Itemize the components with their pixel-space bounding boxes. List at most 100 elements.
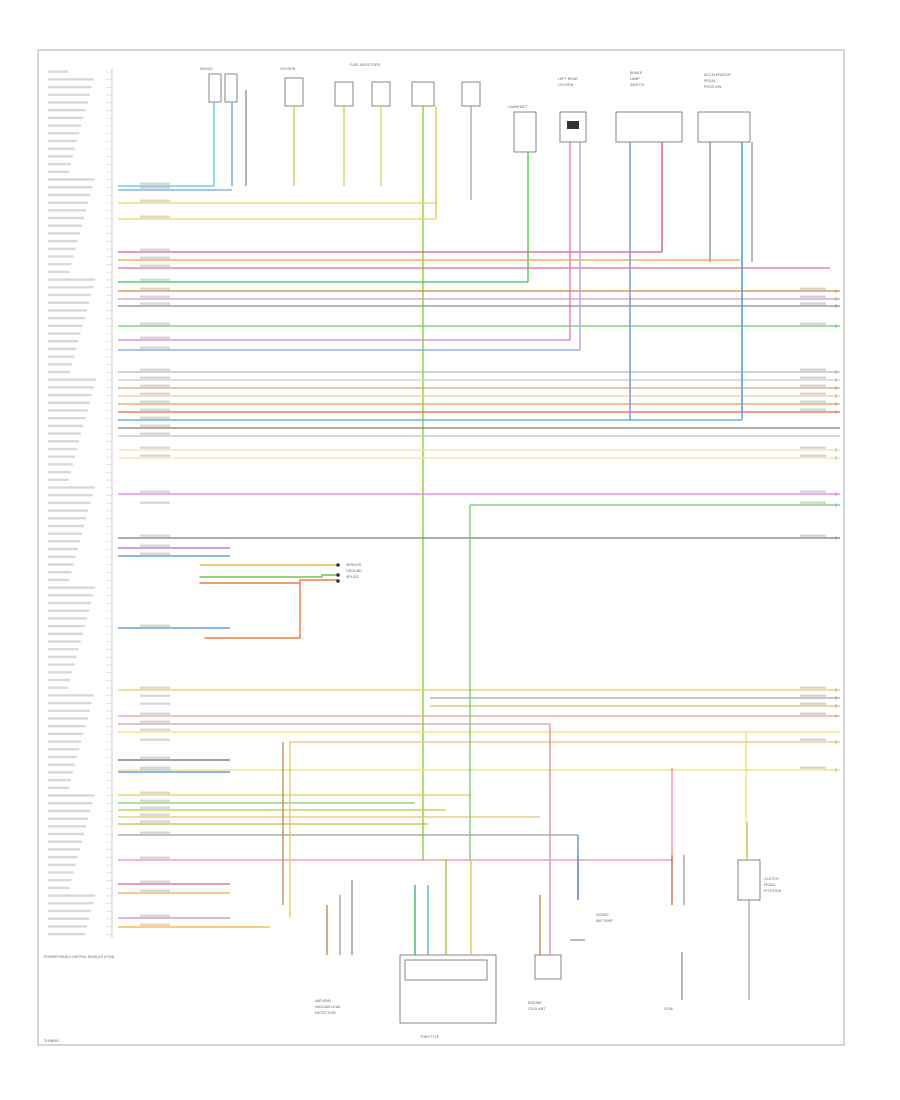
pcm-pin-label bbox=[48, 671, 73, 674]
pcm-pin-label bbox=[48, 725, 86, 728]
pcm-pin-label bbox=[48, 894, 96, 897]
pcm-pin-label bbox=[48, 424, 84, 428]
pcm-pin-label bbox=[48, 663, 75, 666]
intake-air-temp-sensor: INTAKE AIR TEMP bbox=[570, 855, 614, 941]
pcm-pin-label bbox=[48, 347, 77, 351]
pcm-pin-label bbox=[48, 771, 73, 774]
wire-color-code bbox=[140, 287, 170, 290]
pcm-pin-label bbox=[48, 486, 95, 489]
pcm-pin-label bbox=[48, 309, 87, 312]
pcm-pin-label bbox=[48, 409, 88, 412]
wire-color-code bbox=[140, 199, 170, 202]
pcm-pin-label bbox=[48, 201, 89, 204]
pcm-pin-label bbox=[48, 740, 82, 743]
pcm-pin-label bbox=[48, 162, 71, 166]
svg-text:CAMSHAFT: CAMSHAFT bbox=[508, 105, 529, 109]
pcm-pin-label bbox=[48, 555, 76, 558]
wire-color-code bbox=[140, 720, 170, 723]
pcm-pin-label bbox=[48, 393, 92, 397]
pcm-pin-label bbox=[48, 478, 69, 481]
pcm-pin-label bbox=[48, 139, 78, 143]
right-label bbox=[800, 376, 826, 379]
right-label bbox=[800, 686, 826, 689]
wire-color-code bbox=[140, 368, 170, 371]
pcm-pin-label bbox=[48, 170, 69, 173]
wire-color-code bbox=[140, 376, 170, 379]
wire-color-code bbox=[140, 424, 170, 427]
pcm-pin-label bbox=[48, 863, 76, 866]
wire-color-code bbox=[140, 799, 170, 802]
pcm-pin-label bbox=[48, 717, 88, 720]
pcm-pin-label bbox=[48, 632, 83, 635]
pcm-pin-label bbox=[48, 247, 76, 250]
wire-color-code bbox=[140, 914, 170, 917]
svg-text:ENGINE: ENGINE bbox=[528, 1001, 542, 1005]
right-label bbox=[800, 384, 826, 387]
svg-text:AIR TEMP: AIR TEMP bbox=[596, 919, 614, 923]
pcm-pin-label bbox=[48, 909, 92, 913]
pcm-pin-label bbox=[48, 224, 82, 227]
pcm-pin-label bbox=[48, 178, 95, 181]
wire-color-code bbox=[140, 806, 170, 809]
left-rear-oxygen-sensor: LEFT REAR OXYGEN bbox=[558, 77, 587, 350]
pcm-pin-label bbox=[48, 85, 92, 89]
pcm-pin-label bbox=[48, 547, 78, 551]
wire-color-code bbox=[140, 889, 170, 892]
wire-color-code bbox=[140, 278, 170, 281]
pcm-pin-label bbox=[48, 640, 81, 643]
wire-color-code bbox=[140, 544, 170, 547]
svg-text:ACCELERATOR: ACCELERATOR bbox=[704, 73, 731, 77]
pcm-pin-label bbox=[48, 748, 80, 751]
pcm-pin-label bbox=[48, 147, 75, 150]
pcm-pin-label bbox=[48, 124, 82, 127]
pcm-pin-label bbox=[48, 524, 85, 528]
svg-text:NATURAL: NATURAL bbox=[315, 999, 332, 1003]
pcm-pin-label bbox=[48, 193, 91, 197]
pcm-pin-label bbox=[48, 609, 89, 612]
pcm-pin-label bbox=[48, 340, 79, 343]
svg-text:THROTTLE: THROTTLE bbox=[420, 1035, 440, 1039]
pcm-pin-label bbox=[48, 370, 71, 374]
wire-color-code bbox=[140, 182, 170, 185]
pcm-pin-label bbox=[48, 417, 86, 420]
pcm-pin-label bbox=[48, 332, 81, 335]
pcm-pin-label bbox=[48, 232, 80, 235]
right-label bbox=[800, 287, 826, 290]
pcm-pin-label bbox=[48, 378, 96, 381]
wire-color-code bbox=[140, 820, 170, 823]
pcm-pin-label bbox=[48, 517, 87, 520]
wire-bundle bbox=[118, 106, 840, 955]
right-label bbox=[800, 295, 826, 298]
wire-color-code bbox=[140, 295, 170, 298]
oxygen-sensor: OXYGEN bbox=[280, 67, 304, 186]
pcm-pin-label bbox=[48, 655, 77, 659]
brake-lamp-switch: BRAKE LAMP SWITCH bbox=[615, 71, 683, 420]
svg-text:SPLICE: SPLICE bbox=[346, 575, 359, 579]
pcm-pin-label bbox=[48, 794, 95, 797]
pcm-pin-label bbox=[48, 817, 89, 820]
wire-color-code bbox=[140, 384, 170, 387]
pcm-pin-label bbox=[48, 701, 92, 705]
wire-color-code bbox=[140, 702, 170, 705]
wire-color-code bbox=[140, 738, 170, 741]
pcm-pin-label bbox=[48, 109, 86, 112]
wire-color-code bbox=[140, 766, 170, 769]
right-label bbox=[800, 501, 826, 504]
pcm-pin-label bbox=[48, 509, 89, 512]
pcm-pin-label bbox=[48, 932, 85, 936]
accelerator-pedal-position-sensor: ACCELERATOR PEDAL POSITION bbox=[697, 73, 753, 412]
pcm-pin-label bbox=[48, 386, 94, 389]
svg-text:LAMP: LAMP bbox=[630, 77, 640, 81]
svg-text:GROUND: GROUND bbox=[346, 569, 362, 573]
pcm-pin-label bbox=[48, 501, 91, 505]
pcm-pin-label bbox=[48, 186, 93, 189]
page-code: TH0B001 bbox=[44, 1039, 59, 1043]
right-label bbox=[800, 694, 826, 697]
wire-color-code bbox=[140, 336, 170, 339]
wire-color-code bbox=[140, 624, 170, 627]
svg-text:SENSOR: SENSOR bbox=[346, 563, 362, 567]
pcm-pin-label bbox=[48, 540, 80, 543]
pcm-pin-label bbox=[48, 101, 88, 104]
pcm-pin-label bbox=[48, 678, 71, 682]
svg-text:OXYGEN: OXYGEN bbox=[280, 67, 296, 71]
